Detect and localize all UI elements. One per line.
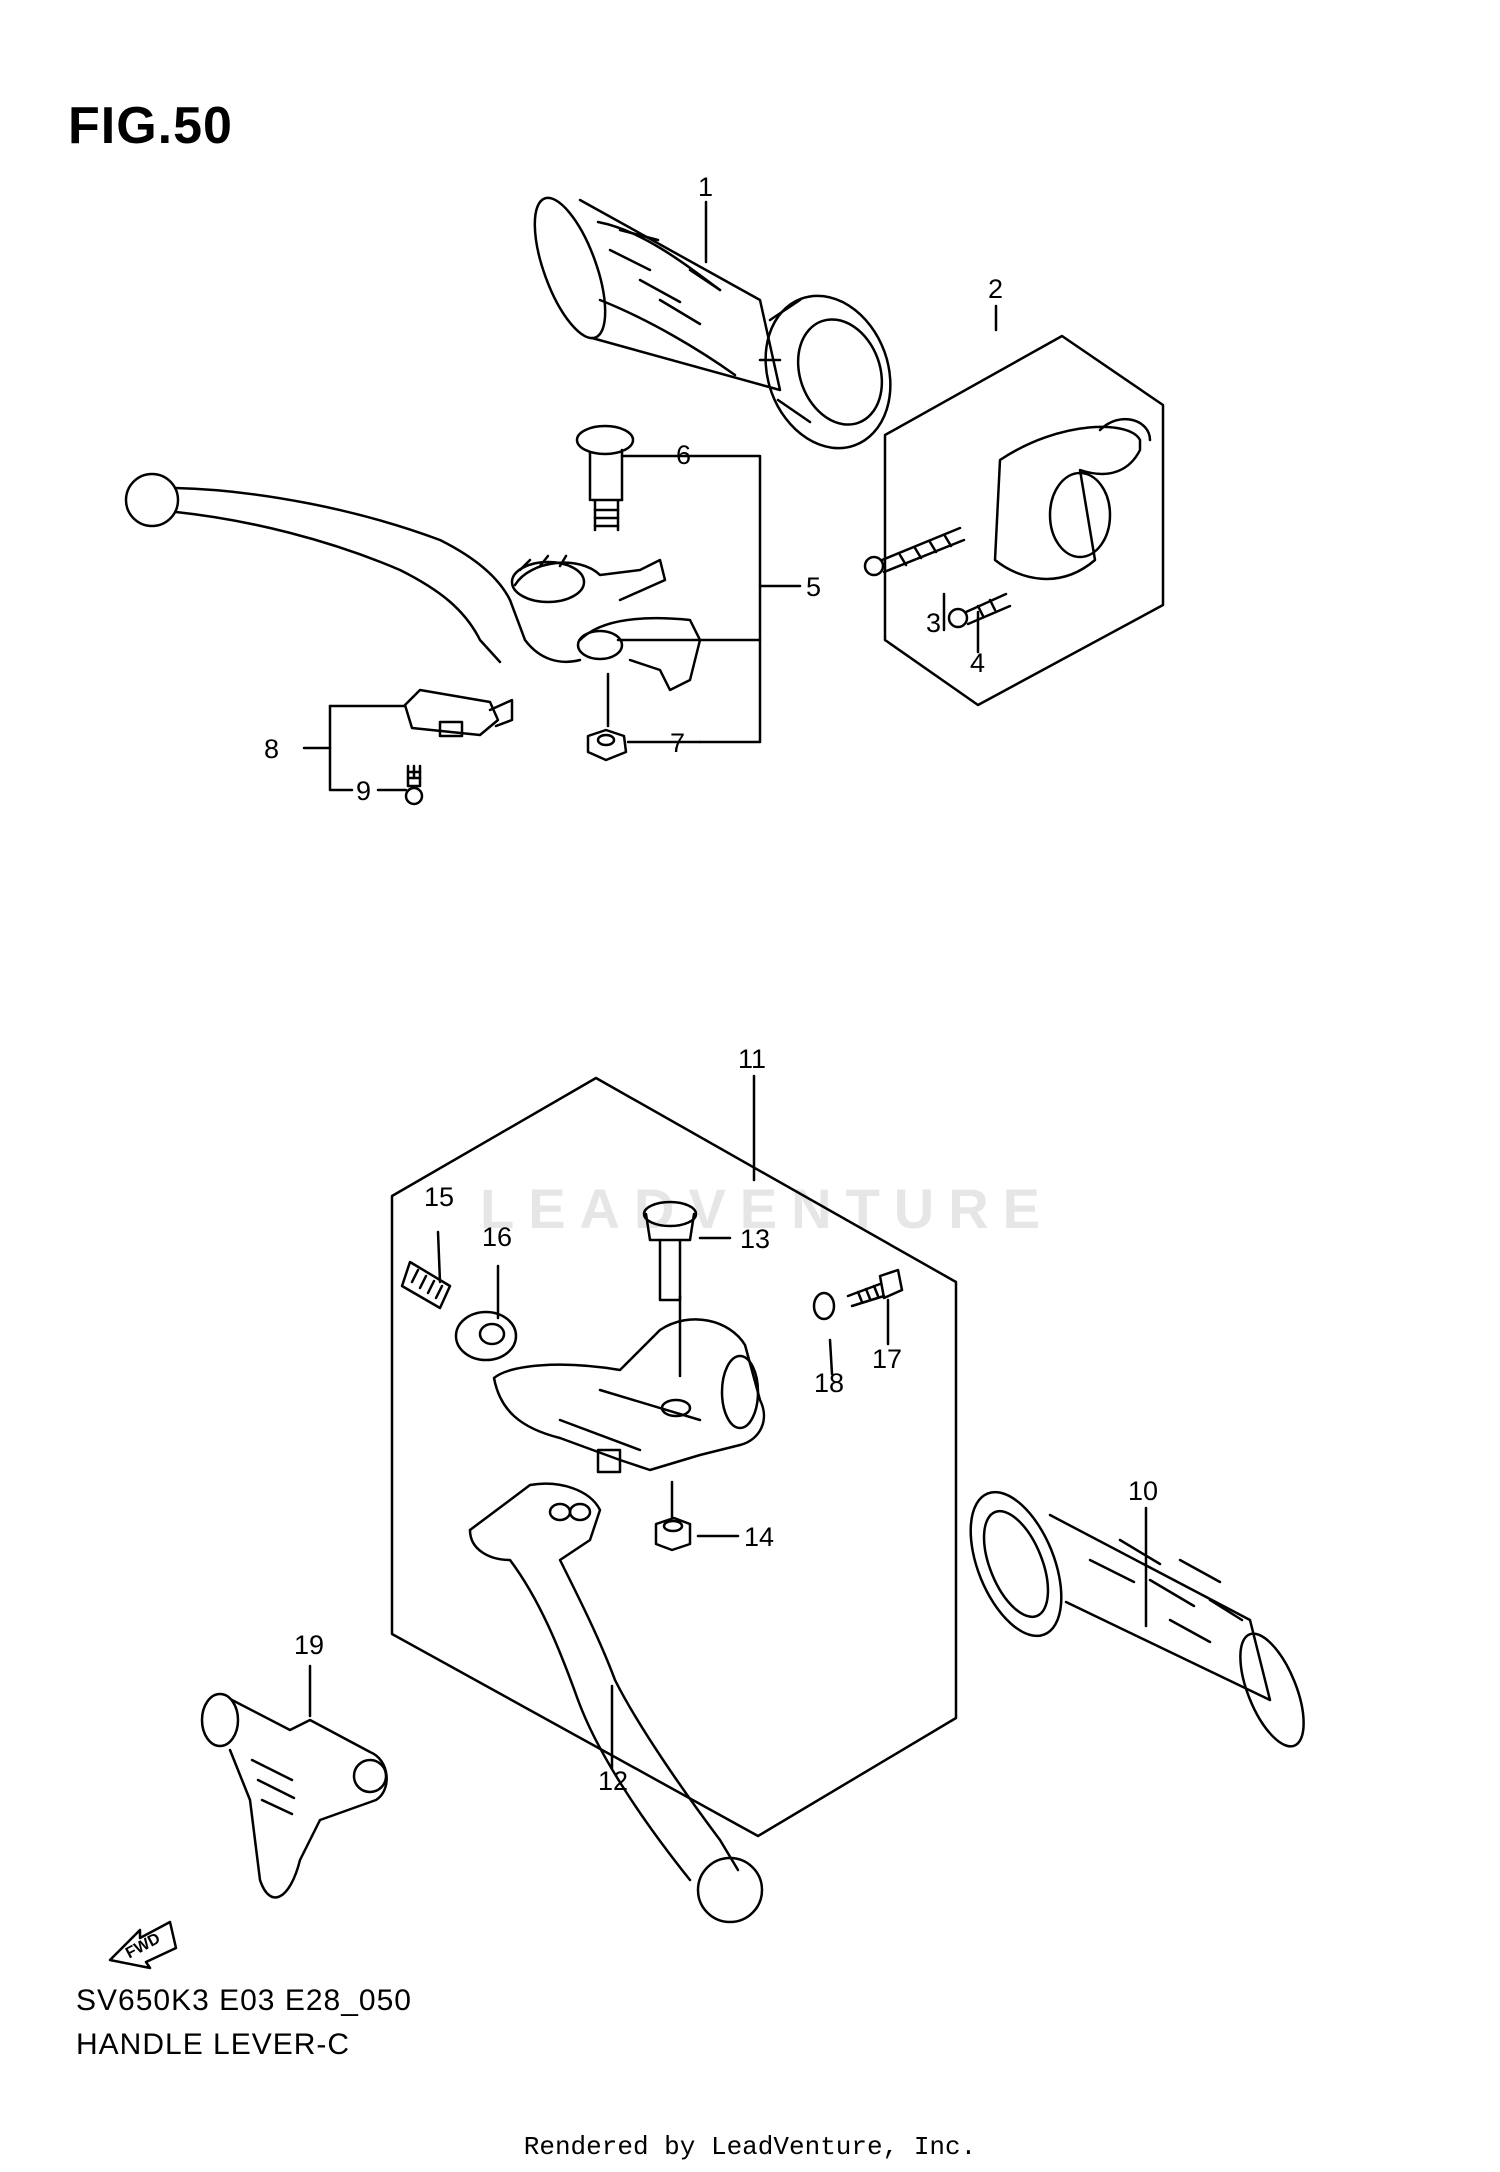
part-bolt-13	[642, 1200, 698, 1302]
leader-lines	[302, 200, 1148, 1770]
callout-19: 19	[294, 1630, 324, 1660]
callout-numbers: 1 2 3 4 5 6 7 8 9 10 11 12 13 14 15 16 1…	[123, 172, 1158, 1962]
fwd-arrow-icon	[108, 1920, 178, 1970]
part-grip-1	[533, 196, 892, 450]
part-pivot-bolt-6	[575, 424, 635, 532]
callout-17: 17	[872, 1344, 902, 1374]
part-washer-18	[812, 1291, 836, 1321]
footer-credit: Rendered by LeadVenture, Inc.	[523, 2132, 977, 2162]
section-name: HANDLE LEVER-C	[76, 2028, 351, 2061]
callout-2: 2	[988, 274, 1003, 304]
part-throttle-box-2	[883, 334, 1165, 707]
callout-13: 13	[740, 1224, 770, 1254]
part-adjuster-15	[400, 1260, 452, 1310]
part-screw-4	[947, 592, 1012, 629]
part-cover-16	[454, 1310, 518, 1362]
callout-7: 7	[670, 728, 685, 758]
callout-15: 15	[424, 1182, 454, 1212]
part-screw-3	[863, 526, 966, 577]
callout-9: 9	[356, 776, 371, 806]
callout-5: 5	[806, 572, 821, 602]
part-cable-fitting-19	[200, 1692, 388, 1899]
part-brake-lever-5	[124, 472, 702, 692]
watermark: LEADVENTURE	[480, 1177, 1055, 1240]
callout-4: 4	[970, 648, 985, 678]
callout-14: 14	[744, 1522, 774, 1552]
part-screw-17	[846, 1268, 904, 1308]
callout-10: 10	[1128, 1476, 1158, 1506]
callout-11: 11	[738, 1044, 766, 1074]
part-clutch-bracket	[492, 1318, 766, 1474]
callout-1: 1	[698, 172, 713, 202]
part-screw-9	[404, 764, 424, 806]
model-code: SV650K3 E03 E28_050	[76, 1984, 412, 2017]
part-nut-7	[586, 728, 628, 762]
figure-title: FIG.50	[68, 97, 233, 155]
callout-18: 18	[814, 1368, 844, 1398]
callout-16: 16	[482, 1222, 512, 1252]
part-nut-14	[654, 1516, 692, 1552]
part-clutch-lever-12	[468, 1482, 764, 1924]
callout-3: 3	[926, 608, 941, 638]
callout-8: 8	[264, 734, 279, 764]
callout-12: 12	[598, 1766, 628, 1796]
callout-6: 6	[676, 440, 691, 470]
part-brake-switch-8	[403, 688, 514, 738]
part-grip-10	[969, 1490, 1305, 1748]
part-clutch-box-11	[390, 1076, 958, 1838]
